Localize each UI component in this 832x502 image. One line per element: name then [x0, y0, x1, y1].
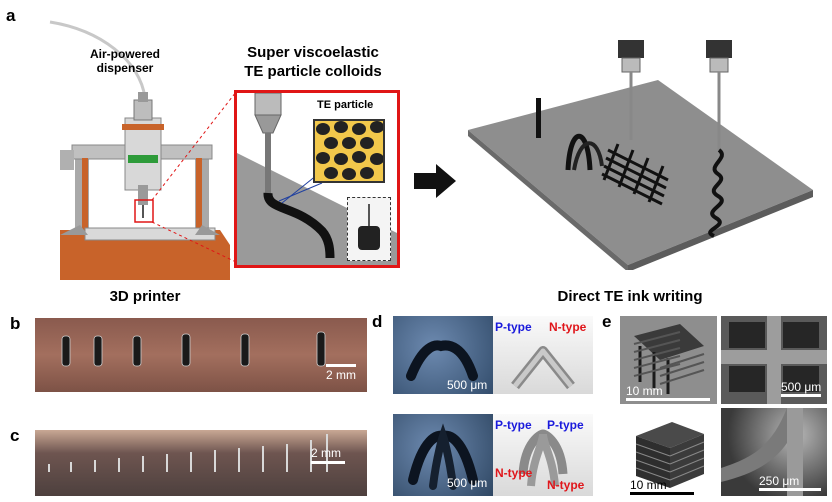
- scale-label-d-top: 500 μm: [447, 378, 488, 392]
- scale-label-e-tr: 500 μm: [781, 380, 822, 394]
- bridge-render-top: [511, 346, 575, 390]
- colloid-zoom-inset: TE particle: [234, 90, 400, 268]
- panel-label-a: a: [6, 6, 16, 25]
- particle-closeup: [313, 119, 385, 183]
- panel-e-lattice-render: 10 mm: [620, 316, 717, 404]
- scale-label-d-bottom: 500 μm: [447, 476, 488, 490]
- dispenser-label-line1: Air-powered: [89, 47, 160, 61]
- colloid-title: Super viscoelastic TE particle colloids: [228, 43, 398, 81]
- printed-cube-graphic: [635, 422, 705, 488]
- panel-d-render-top: P-type N-type: [493, 316, 593, 394]
- vial-photo: [347, 197, 391, 261]
- label-p-type-right: P-type: [547, 418, 584, 432]
- scale-bar-e-bl: 10 mm: [630, 478, 700, 496]
- scale-bar-e-tl: 10 mm: [626, 384, 714, 402]
- scale-label-b: 2 mm: [326, 368, 356, 382]
- panel-b-photo: 2 mm: [35, 318, 367, 392]
- panel-e-sem-grid: 500 μm: [721, 316, 827, 404]
- scale-label-e-bl: 10 mm: [630, 478, 667, 492]
- label-n-type-right: N-type: [547, 478, 585, 492]
- scale-label-c: 2 mm: [311, 446, 341, 460]
- scale-label-e-br: 250 μm: [759, 474, 800, 488]
- printer-caption: 3D printer: [109, 288, 181, 305]
- printer-illustration: [49, 20, 230, 280]
- scale-bar-c: 2 mm: [311, 446, 351, 465]
- dispenser-label: Air-powered dispenser: [80, 47, 170, 75]
- bridge-photo-top: [406, 340, 478, 381]
- sem-grid-graphic: [721, 316, 827, 404]
- pillar-row-heights: [48, 434, 328, 472]
- vial-graphic: [358, 204, 380, 250]
- scale-bar-e-tr: 500 μm: [781, 380, 825, 398]
- colloid-title-line2: TE particle colloids: [244, 63, 382, 80]
- scale-label-e-tl: 10 mm: [626, 384, 663, 398]
- lattice-render-graphic: [633, 324, 705, 394]
- panel-d-render-bottom: P-type P-type N-type N-type: [493, 414, 593, 496]
- panel-label-b: b: [10, 314, 21, 333]
- scale-bar-b: 2 mm: [326, 364, 358, 382]
- colloid-title-line1: Super viscoelastic: [247, 44, 379, 61]
- scale-bar-e-br: 250 μm: [759, 474, 825, 492]
- panel-d-photo-bottom: 500 μm: [393, 414, 493, 496]
- pillar-row: [61, 331, 326, 367]
- label-n-type-left: N-type: [495, 466, 533, 480]
- tetrapod-render: [518, 429, 568, 487]
- label-p-type: P-type: [495, 320, 532, 334]
- particle-dots: [316, 121, 383, 180]
- panel-label-c: c: [10, 426, 20, 445]
- panel-e-cube-photo: 10 mm: [620, 408, 717, 496]
- label-p-type-left: P-type: [495, 418, 532, 432]
- panel-label-e: e: [602, 312, 612, 331]
- ink-writing-scene: [468, 40, 813, 270]
- panel-e-sem-closeup: 250 μm: [721, 408, 827, 496]
- scale-bar-d-bottom: 500 μm: [447, 476, 491, 490]
- panel-c-photo: 2 mm: [35, 430, 367, 496]
- dispenser-label-line2: dispenser: [96, 61, 154, 75]
- panel-d-photo-top: 500 μm: [393, 316, 493, 394]
- arrow-icon: [414, 164, 456, 198]
- label-n-type: N-type: [549, 320, 587, 334]
- panel-label-d: d: [372, 312, 383, 331]
- writing-caption: Direct TE ink writing: [557, 288, 703, 305]
- particle-label: TE particle: [317, 99, 374, 111]
- tetrapod-photo: [408, 423, 478, 490]
- scale-bar-d-top: 500 μm: [447, 378, 491, 392]
- sem-closeup-graphic: [721, 408, 803, 496]
